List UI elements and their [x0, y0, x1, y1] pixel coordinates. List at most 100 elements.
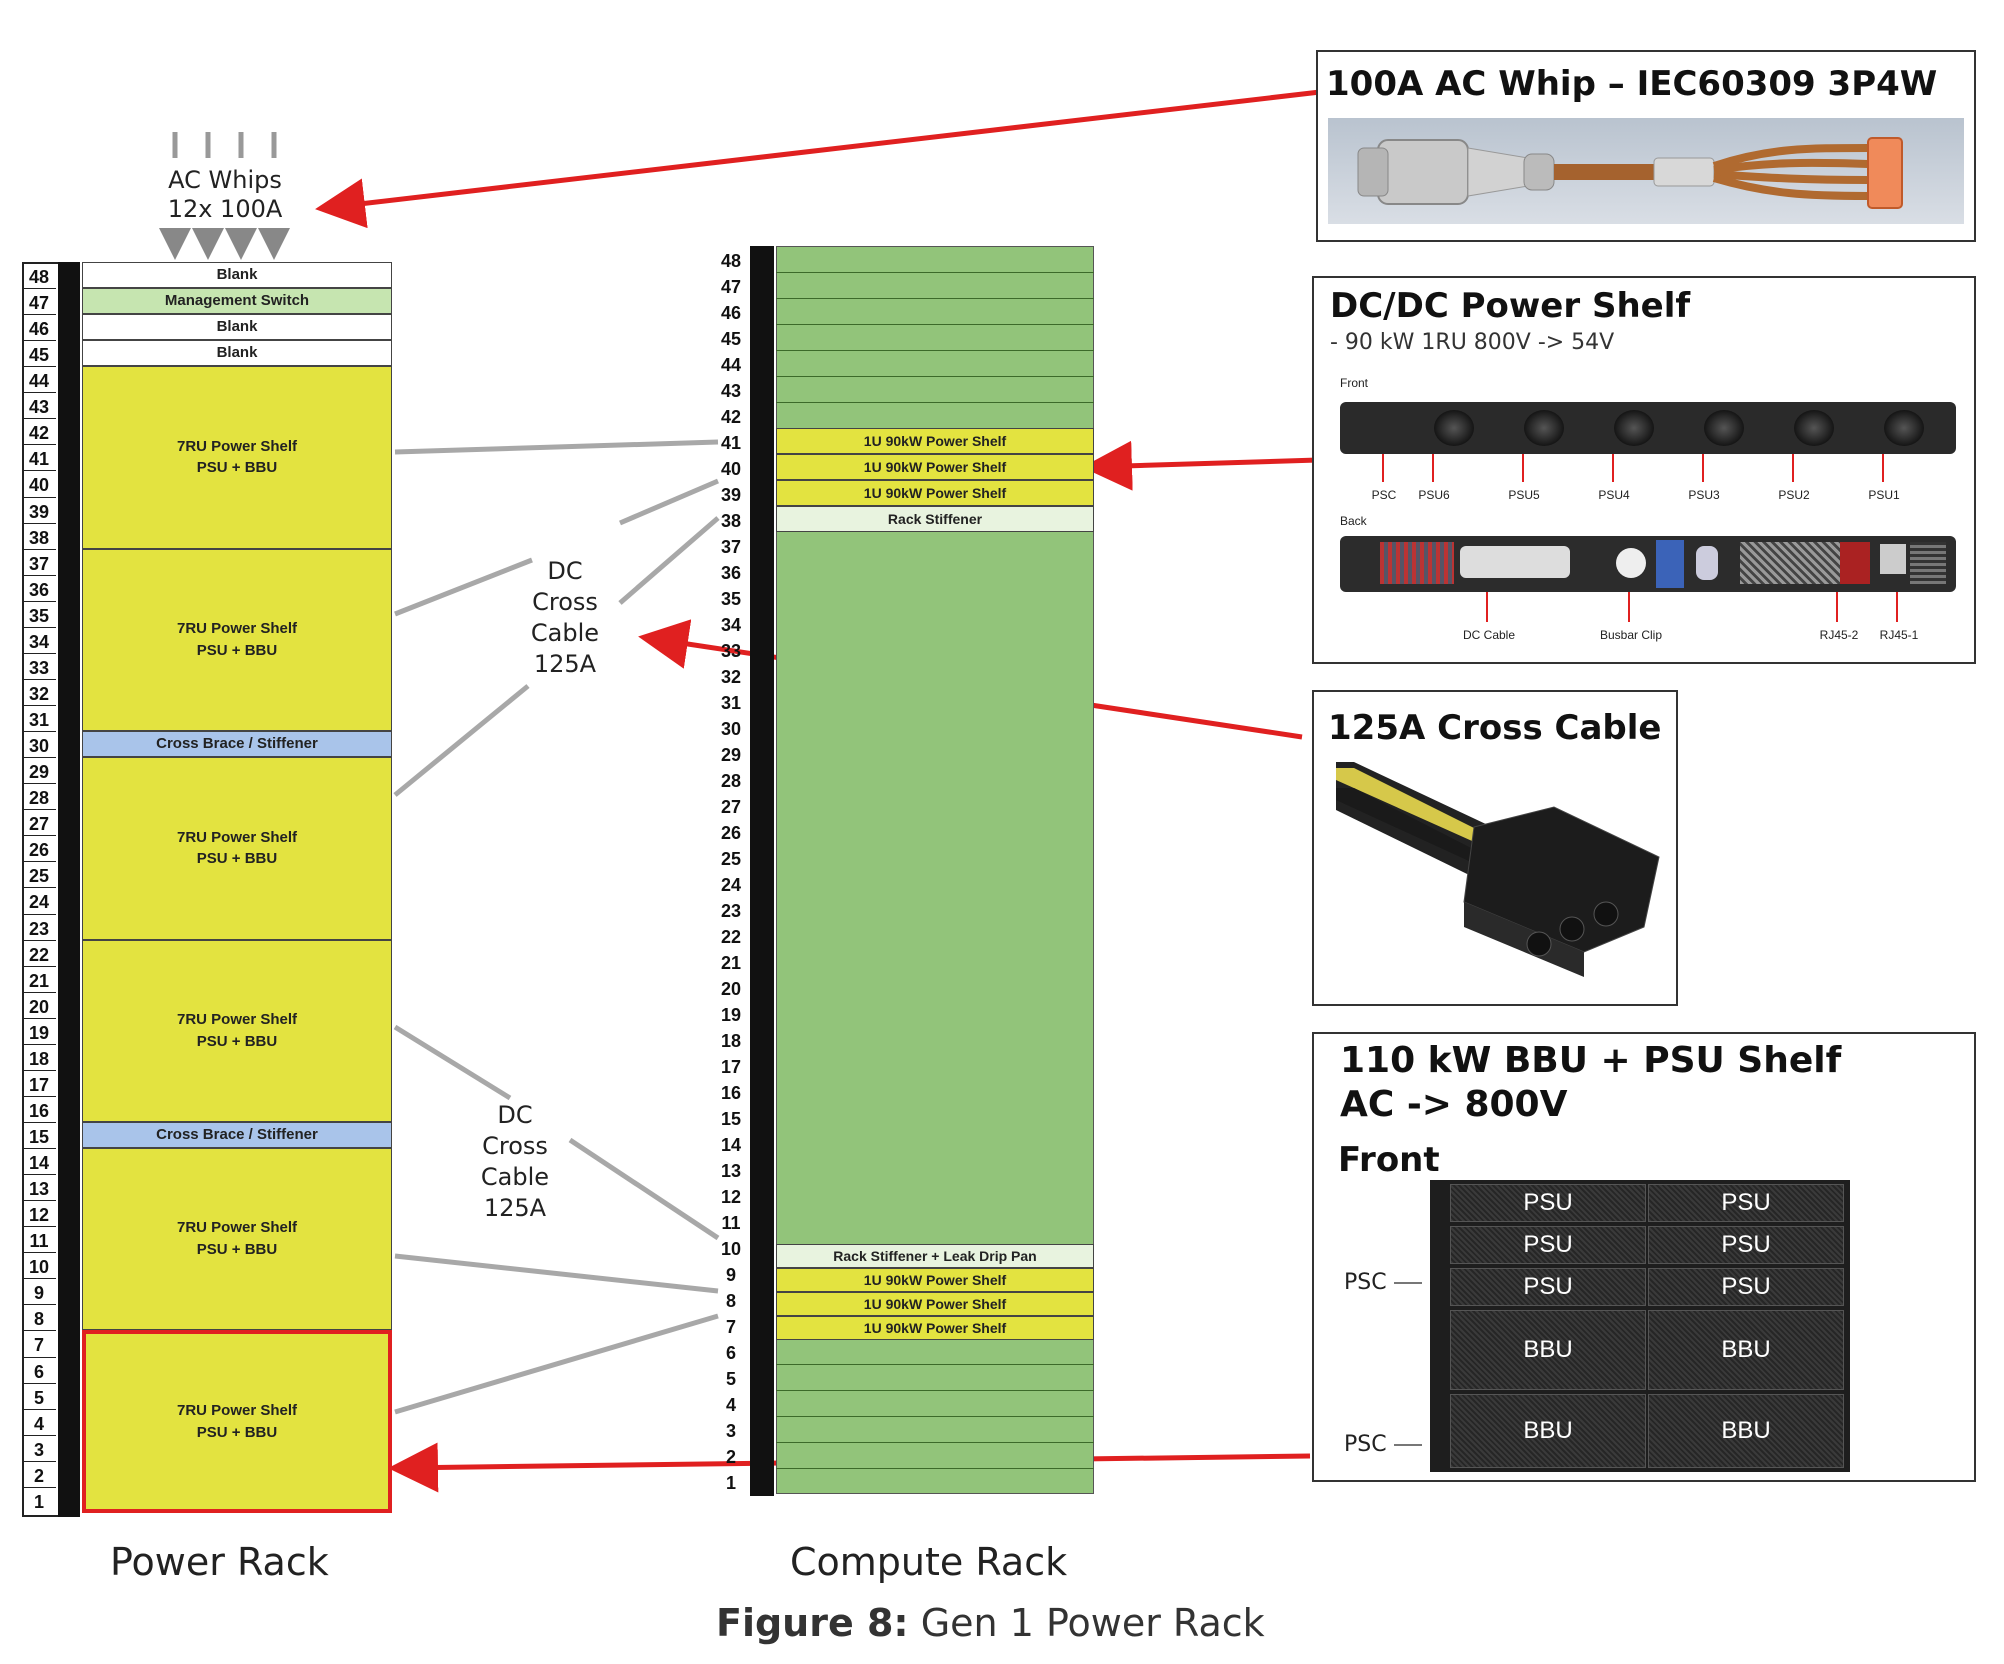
slot-sublabel: PSU + BBU — [196, 850, 278, 868]
cross-cable-panel: 125A Cross Cable — [1312, 690, 1678, 1006]
unit-number: 9 — [33, 1283, 44, 1304]
psu-cell: PSU — [1648, 1226, 1844, 1264]
slot-label: Cross Brace / Stiffener — [156, 1126, 318, 1144]
unit-number: 36 — [28, 579, 50, 600]
compute-slot: 1U 90kW Power Shelf — [776, 480, 1094, 506]
ac-whips-line2: 12x 100A — [167, 195, 283, 223]
unit-divider — [22, 1486, 56, 1488]
unit-number: 30 — [720, 719, 742, 739]
bbu-cell: BBU — [1648, 1394, 1844, 1468]
unit-number: 3 — [33, 1439, 44, 1460]
unit-number: 39 — [720, 485, 742, 505]
unit-number: 8 — [725, 1291, 736, 1311]
unit-divider — [22, 1278, 56, 1280]
unit-number: 13 — [28, 1179, 50, 1200]
slot-sublabel: PSU + BBU — [196, 459, 278, 477]
slot-label: 1U 90kW Power Shelf — [863, 458, 1007, 475]
unit-number: 42 — [720, 407, 742, 427]
port-pointer — [1882, 454, 1884, 482]
compute-slot: 1U 90kW Power Shelf — [776, 1316, 1094, 1340]
dcdc-back-label: Back — [1340, 514, 1367, 528]
unit-number: 11 — [29, 1231, 49, 1252]
unit-divider — [22, 1017, 56, 1019]
unit-number: 1 — [33, 1491, 44, 1512]
unit-number: 14 — [720, 1135, 742, 1155]
rack-slot: Blank — [82, 262, 392, 289]
unit-number: 24 — [720, 875, 742, 895]
front-port-label: PSU5 — [1508, 488, 1540, 502]
unit-number: 46 — [720, 303, 742, 323]
dcdc-front-label: Front — [1340, 376, 1369, 390]
ac-whip-arrows — [159, 228, 290, 260]
unit-number: 26 — [720, 823, 742, 843]
port-pointer — [1612, 454, 1614, 482]
unit-divider — [22, 652, 56, 654]
unit-number: 14 — [28, 1153, 50, 1174]
fan-icon — [1614, 410, 1654, 446]
front-port-label: PSU3 — [1688, 488, 1720, 502]
figure-label: Figure 8: — [716, 1601, 909, 1645]
front-port-label: PSU1 — [1868, 488, 1900, 502]
port-pointer — [1432, 454, 1434, 482]
bbu-psc-label-bottom: PSC — [1344, 1432, 1387, 1457]
unit-number: 37 — [28, 553, 50, 574]
slot-label: 1U 90kW Power Shelf — [863, 432, 1007, 449]
unit-divider — [22, 965, 56, 967]
port-pointer — [1382, 454, 1384, 482]
port-pointer — [1792, 454, 1794, 482]
unit-divider — [22, 678, 56, 680]
dcdc-power-shelf-panel: DC/DC Power Shelf - 90 kW 1RU 800V -> 54… — [1312, 276, 1976, 664]
compute-slot: 1U 90kW Power Shelf — [776, 1292, 1094, 1316]
compute-slot: Rack Stiffener + Leak Drip Pan — [776, 1244, 1094, 1268]
psu-cell: PSU — [1450, 1184, 1646, 1222]
unit-number: 6 — [725, 1343, 736, 1363]
back-port-label: Busbar Clip — [1599, 628, 1663, 642]
unit-number: 37 — [720, 537, 742, 557]
row-divider — [776, 1364, 1094, 1365]
slot-label: Rack Stiffener — [887, 510, 983, 527]
unit-number: 26 — [28, 840, 50, 861]
fan-icon — [1524, 410, 1564, 446]
row-divider — [776, 1416, 1094, 1417]
unit-divider — [22, 1095, 56, 1097]
ac-whip-image — [1328, 118, 1964, 224]
ac-whip-panel: 100A AC Whip – IEC60309 3P4W — [1316, 50, 1976, 242]
unit-number: 17 — [720, 1057, 742, 1077]
bbu-psu-shelf-panel: 110 kW BBU + PSU Shelf AC -> 800V Front … — [1312, 1032, 1976, 1482]
rack-slot: Management Switch — [82, 288, 392, 315]
port-pointer — [1628, 592, 1630, 622]
unit-number: 34 — [28, 631, 50, 652]
unit-number: 11 — [721, 1213, 741, 1233]
cross-cable-title: 125A Cross Cable — [1328, 708, 1662, 748]
slot-label: 7RU Power Shelf — [176, 437, 298, 455]
unit-divider — [22, 705, 56, 707]
unit-divider — [22, 939, 56, 941]
bbu-cell: BBU — [1648, 1310, 1844, 1390]
bbu-cell: BBU — [1450, 1310, 1646, 1390]
unit-divider — [22, 835, 56, 837]
ac-whip-illustration — [1357, 137, 1903, 209]
ac-whip-ticks — [172, 132, 277, 158]
unit-number: 41 — [720, 433, 742, 453]
unit-number: 25 — [720, 849, 742, 869]
unit-number: 28 — [28, 788, 50, 809]
slot-label: Blank — [216, 318, 258, 336]
figure-title: Gen 1 Power Rack — [920, 1601, 1265, 1645]
unit-number: 33 — [28, 657, 50, 678]
unit-number: 46 — [28, 319, 50, 340]
unit-divider — [22, 1043, 56, 1045]
slot-label: Management Switch — [164, 292, 310, 310]
ac-whip-title: 100A AC Whip – IEC60309 3P4W — [1326, 64, 1938, 104]
row-divider — [776, 1468, 1094, 1469]
unit-number: 2 — [725, 1447, 736, 1467]
dcdc-title: DC/DC Power Shelf — [1330, 286, 1691, 326]
unit-number: 39 — [28, 501, 50, 522]
compute-slot: 1U 90kW Power Shelf — [776, 428, 1094, 454]
unit-number: 32 — [28, 683, 50, 704]
slot-label: 1U 90kW Power Shelf — [863, 1319, 1007, 1336]
bbu-title-line2: AC -> 800V — [1340, 1084, 1568, 1125]
